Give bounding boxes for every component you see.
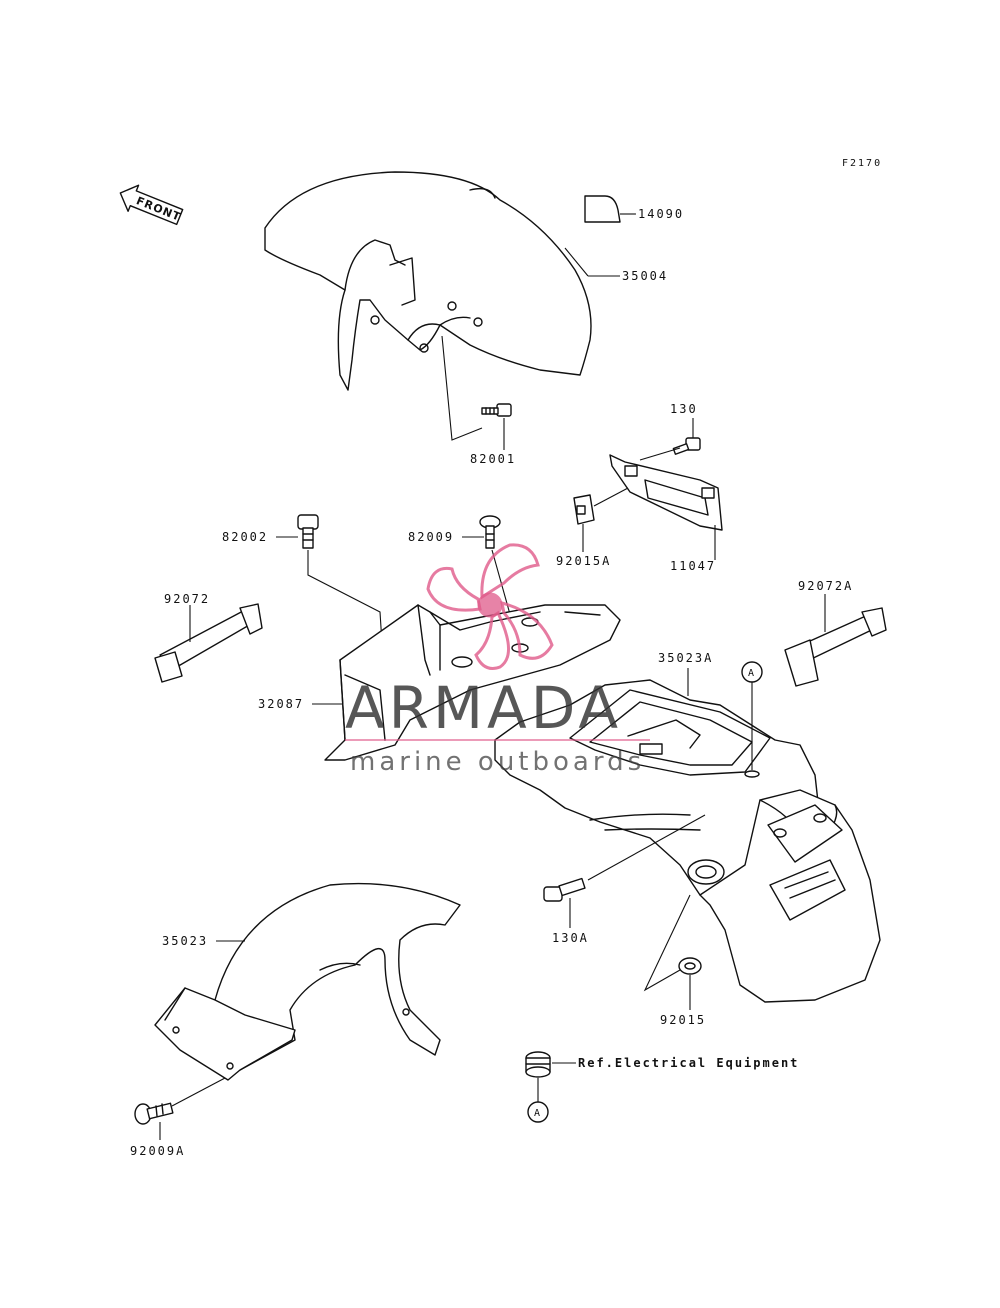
label-35023A: 35023A bbox=[658, 651, 713, 665]
label-35004: 35004 bbox=[622, 269, 668, 283]
figure-code: F2170 bbox=[842, 158, 882, 169]
label-82001: 82001 bbox=[470, 452, 516, 466]
label-82009: 82009 bbox=[408, 530, 454, 544]
label-35023: 35023 bbox=[162, 934, 208, 948]
leader-92009A-a bbox=[171, 1077, 226, 1107]
bolt-130 bbox=[672, 437, 701, 455]
bracket-11047 bbox=[609, 454, 723, 531]
screw-92009A bbox=[134, 1102, 174, 1125]
rear-fender-tail bbox=[687, 789, 881, 1003]
reference-grommet bbox=[525, 1051, 551, 1078]
leader-82001-a bbox=[441, 335, 483, 441]
sticker-14090 bbox=[584, 195, 621, 223]
watermark: ARMADA marine outboards bbox=[345, 543, 650, 777]
leader-130-to-bracket bbox=[639, 447, 681, 461]
label-130: 130 bbox=[670, 402, 698, 416]
label-11047: 11047 bbox=[670, 559, 716, 573]
strap-92072A bbox=[784, 607, 887, 687]
battery-case-32087 bbox=[324, 604, 621, 761]
bolt-82002 bbox=[297, 514, 319, 549]
front-label: FRONT bbox=[134, 194, 182, 224]
reference-note: Ref.Electrical Equipment bbox=[578, 1056, 799, 1070]
callout-marker-bottom bbox=[527, 1101, 549, 1123]
bolt-82001 bbox=[481, 403, 512, 417]
leader-35004 bbox=[564, 247, 589, 277]
front-direction-arrow: FRONT bbox=[119, 184, 184, 226]
clip-92015A bbox=[573, 494, 595, 525]
rear-fender-35023 bbox=[154, 882, 461, 1081]
watermark-tagline: marine outboards bbox=[350, 747, 645, 777]
label-32087: 32087 bbox=[258, 697, 304, 711]
label-92015A: 92015A bbox=[556, 554, 611, 568]
label-14090: 14090 bbox=[638, 207, 684, 221]
screw-82009 bbox=[479, 515, 501, 549]
watermark-logo-icon bbox=[426, 543, 554, 670]
label-92015: 92015 bbox=[660, 1013, 706, 1027]
label-92072: 92072 bbox=[164, 592, 210, 606]
label-92072A: 92072A bbox=[798, 579, 853, 593]
label-130A: 130A bbox=[552, 931, 589, 945]
front-fender bbox=[264, 171, 592, 391]
label-82002: 82002 bbox=[222, 530, 268, 544]
callout-marker-top-label: A bbox=[748, 668, 756, 679]
callout-marker-bottom-label: A bbox=[534, 1108, 542, 1119]
bolt-130A bbox=[543, 877, 586, 902]
label-92009A: 92009A bbox=[130, 1144, 185, 1158]
leader-92015-a bbox=[643, 894, 691, 992]
leader-130A-a bbox=[587, 814, 706, 881]
grommet-92015 bbox=[678, 957, 702, 975]
rear-fender-35023A bbox=[494, 679, 821, 896]
watermark-brand: ARMADA bbox=[345, 674, 622, 742]
leader-92015A-bracket bbox=[593, 487, 629, 507]
strap-92072 bbox=[154, 603, 263, 683]
